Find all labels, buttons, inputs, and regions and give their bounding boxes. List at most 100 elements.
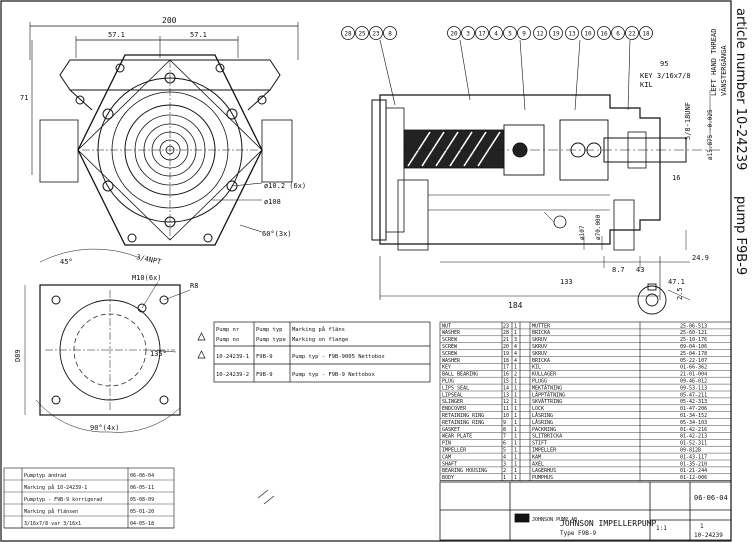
parts-list-name-sv: SKRUV: [532, 337, 547, 343]
change-log-date: 06-06-04: [130, 473, 154, 479]
parts-list-name-sv: KIL: [532, 365, 541, 371]
part-balloon: [639, 26, 653, 40]
part-balloon-label: 10: [584, 31, 592, 38]
part-balloon: [475, 26, 489, 40]
parts-list-name-sv: STIFT: [532, 441, 547, 447]
parts-list-name: WASHER: [442, 330, 461, 336]
parts-list-name-sv: LÅSRING: [532, 419, 553, 426]
dim-shaft: ø15.875 -0.025: [707, 109, 714, 160]
parts-list-name-sv: LAGERHUS: [532, 468, 556, 474]
change-log-text: Pumptyp ändrad: [24, 473, 66, 479]
parts-list-article: 05-22-107: [680, 358, 707, 364]
parts-list-pos: 20: [503, 344, 509, 350]
parts-list-qty: 4: [514, 351, 517, 357]
marking-table-cell: F9B-9: [256, 372, 273, 378]
parts-list-name-sv: PACKNING: [532, 427, 556, 433]
parts-list-qty: 1: [514, 330, 517, 336]
parts-list-name-sv: PUMPHUS: [532, 475, 553, 481]
dim-107: ø107: [579, 225, 586, 240]
drawing-sheet: 1: [700, 523, 704, 530]
parts-list-article: 01-52-311: [680, 441, 707, 447]
key-spec: KEY 3/16x7/8: [640, 72, 691, 80]
sheet-border: [0, 0, 732, 542]
parts-list-article: 01-47-206: [680, 406, 707, 412]
thread-spec: 5/8-18UNF: [684, 102, 692, 140]
change-log-date: 06-05-11: [130, 485, 154, 491]
dim-half-right: 57.1: [190, 31, 207, 39]
parts-list-qty: 1: [514, 461, 517, 467]
parts-list-qty: 1: [514, 365, 517, 371]
hole-spec: ø10.2 (6x): [264, 182, 306, 190]
dim-total-width: 200: [162, 16, 177, 25]
parts-list-qty: 1: [514, 399, 517, 405]
part-balloon-label: 9: [522, 31, 526, 38]
part-balloon: [503, 26, 517, 40]
parts-list-name-sv: SKRUV: [532, 344, 547, 350]
parts-list-qty: 1: [514, 413, 517, 419]
parts-list-name: KEY: [442, 365, 451, 371]
marking-table-header-sub: Pump type: [256, 337, 286, 343]
parts-list-qty: 1: [514, 420, 517, 426]
parts-list-article: 05-47-211: [680, 392, 707, 398]
parts-list-article: 09-53-113: [680, 385, 707, 391]
parts-list-pos: 1: [503, 475, 506, 481]
parts-list-name-sv: AXEL: [532, 461, 544, 467]
part-balloon: [461, 26, 475, 40]
parts-list-pos: 10: [503, 413, 509, 419]
marking-table-header-sub: Pump no: [216, 337, 239, 343]
parts-list-name: WEAR PLATE: [442, 434, 472, 440]
pump-type: Type F9B-9: [560, 530, 597, 537]
bottom-bottom-dim: 90°(4x): [90, 424, 120, 432]
side-label: article number 10-24239 pump F9B-9: [728, 0, 754, 330]
part-balloon: [533, 26, 547, 40]
change-log-text: Marking på 10-24239-1: [24, 484, 87, 491]
parts-list-article: 01-42-216: [680, 427, 707, 433]
parts-list-article: 05-34-103: [680, 420, 707, 426]
parts-list-name: LIPS SEAL: [442, 385, 469, 391]
part-balloon-label: 8: [388, 31, 392, 38]
bottom-angle: 45°: [60, 258, 73, 266]
parts-list-article: 01-21-244: [680, 468, 707, 474]
bottom-view-labels: 45° M10(6x) R8 135° D89 90°(4x): [14, 258, 198, 432]
part-balloon-label: 23: [372, 31, 380, 38]
marking-table-header-sub: Marking on flange: [292, 337, 348, 343]
part-balloon: [625, 26, 639, 40]
parts-list-article: 09-04-106: [680, 344, 707, 350]
marking-table-header: Pump typ: [256, 327, 283, 333]
part-balloon: [383, 26, 397, 40]
part-balloon-label: 12: [536, 31, 544, 38]
dim-24: 24.9: [692, 254, 709, 262]
parts-list-article: 09-812B: [680, 448, 701, 454]
dim-43: 43: [636, 266, 644, 274]
bottom-thread: M10(6x): [132, 274, 162, 282]
part-balloon: [489, 26, 503, 40]
parts-list-name-sv: BRICKA: [532, 330, 550, 336]
part-balloon-label: 20: [450, 31, 458, 38]
parts-list-qty: 1: [514, 468, 517, 474]
part-balloon: [597, 26, 611, 40]
parts-list-article: 01-35-210: [680, 461, 707, 467]
parts-list-pos: 23: [503, 323, 509, 329]
parts-list-name: SHAFT: [442, 461, 457, 467]
shaft-key-detail: [637, 283, 691, 315]
parts-list-pos: 13: [503, 392, 509, 398]
warning-triangle-icon: [197, 332, 206, 341]
pump-name: pump F9B-9: [733, 196, 748, 276]
part-balloon: [549, 26, 563, 40]
parts-list-article: 21-01-004: [680, 372, 707, 378]
parts-list-name: RETAINING RING: [442, 420, 484, 426]
change-log-date: 05-08-09: [130, 497, 154, 503]
parts-list-name: BODY: [442, 475, 454, 481]
parts-list-qty: 1: [514, 406, 517, 412]
dim-87: 8.7: [612, 266, 625, 274]
parts-list-name: NUT: [442, 323, 451, 329]
dim-95: 95: [660, 60, 668, 68]
title-block-text: JOHNSON PUMP AB JOHNSON IMPELLERPUMP Typ…: [532, 494, 728, 539]
parts-list-article: 05-42-313: [680, 399, 707, 405]
part-balloon: [369, 26, 383, 40]
parts-list-name-sv: KULLAGER: [532, 372, 557, 378]
parts-list-article: 01-43-117: [680, 454, 707, 460]
drawing-number: 10-24239: [694, 532, 723, 539]
